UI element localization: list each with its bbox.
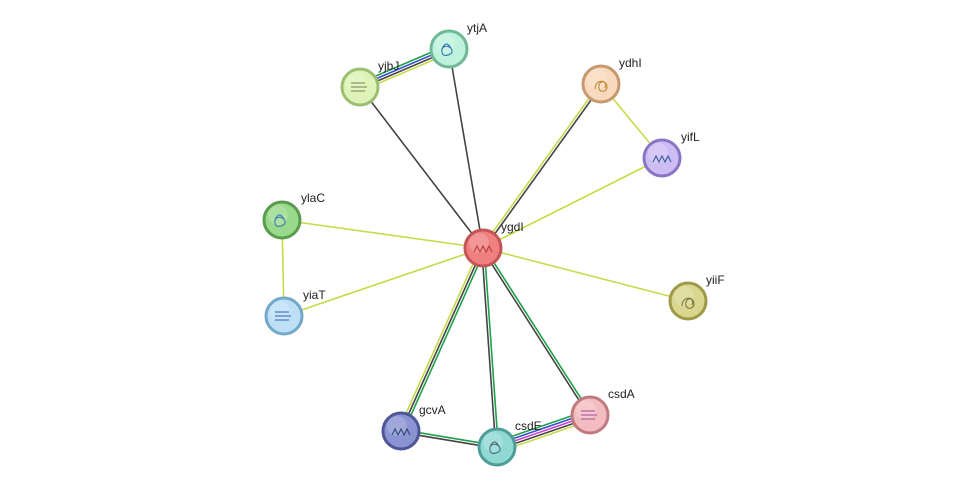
protein-structure-icon xyxy=(681,297,695,309)
node-label-csdE: csdE xyxy=(515,419,542,433)
edge-ygdI-csdE[interactable] xyxy=(480,247,500,448)
edge-evidence-line xyxy=(480,247,497,448)
protein-structure-icon xyxy=(594,80,608,92)
protein-structure-icon xyxy=(275,311,291,321)
node-label-ygdI: ygdI xyxy=(501,220,524,234)
protein-structure-icon xyxy=(652,154,672,164)
node-csdE[interactable]: csdE xyxy=(477,419,542,467)
node-highlight xyxy=(576,400,596,420)
node-label-yiaT: yiaT xyxy=(303,288,326,302)
node-csdA[interactable]: csdA xyxy=(570,387,635,435)
node-circle[interactable] xyxy=(463,228,503,268)
nodes-layer: ygdI ytjA yjbJ ydhI yifL ylaC yiaT yiiF gcvA csdE… xyxy=(262,21,725,467)
edge-evidence-line xyxy=(483,247,500,448)
node-yifL[interactable]: yifL xyxy=(642,130,700,178)
node-circle[interactable] xyxy=(429,29,469,69)
protein-structure-icon xyxy=(473,244,493,254)
node-circle[interactable] xyxy=(668,281,708,321)
node-circle[interactable] xyxy=(642,138,682,178)
node-yjbJ[interactable]: yjbJ xyxy=(340,59,399,107)
node-circle[interactable] xyxy=(262,200,302,240)
protein-structure-icon xyxy=(441,43,453,56)
edge-evidence-line xyxy=(400,247,484,432)
node-label-gcvA: gcvA xyxy=(419,403,446,417)
edge-ygdI-ytjA[interactable] xyxy=(448,48,484,249)
node-yiiF[interactable]: yiiF xyxy=(668,273,725,321)
edge-ygdI-csdA[interactable] xyxy=(481,246,592,417)
edge-evidence-line xyxy=(448,48,484,249)
node-circle[interactable] xyxy=(581,64,621,104)
node-circle[interactable] xyxy=(381,411,421,451)
edge-evidence-line xyxy=(482,247,689,302)
node-gcvA[interactable]: gcvA xyxy=(381,403,446,451)
node-ylaC[interactable]: ylaC xyxy=(262,191,325,240)
edge-evidence-line xyxy=(359,86,484,249)
edge-evidence-line xyxy=(402,248,487,433)
node-ygdI[interactable]: ygdI xyxy=(463,220,524,268)
edge-evidence-line xyxy=(483,83,603,250)
node-label-ytjA: ytjA xyxy=(467,21,487,35)
node-label-yjbJ: yjbJ xyxy=(378,59,399,73)
node-highlight xyxy=(346,72,366,92)
edge-ygdI-yiiF[interactable] xyxy=(482,247,689,302)
edge-evidence-line xyxy=(482,157,663,249)
edge-ygdI-yiaT[interactable] xyxy=(283,247,484,317)
node-circle[interactable] xyxy=(477,427,517,467)
node-label-csdA: csdA xyxy=(608,387,635,401)
edge-evidence-line xyxy=(481,247,590,417)
edge-ygdI-ydhI[interactable] xyxy=(481,82,603,250)
edge-evidence-line xyxy=(281,219,484,249)
node-highlight xyxy=(674,286,694,306)
edge-ygdI-yifL[interactable] xyxy=(482,157,663,249)
edge-ygdI-gcvA[interactable] xyxy=(397,246,487,433)
edge-evidence-line xyxy=(283,247,484,317)
node-highlight xyxy=(270,301,290,321)
protein-structure-icon xyxy=(489,441,501,454)
edge-evidence-line xyxy=(483,246,592,416)
edge-ygdI-yjbJ[interactable] xyxy=(359,86,484,249)
node-label-ydhI: ydhI xyxy=(619,56,642,70)
protein-structure-icon xyxy=(581,410,597,420)
protein-structure-icon xyxy=(391,427,411,437)
node-highlight xyxy=(587,69,607,89)
node-ytjA[interactable]: ytjA xyxy=(429,21,487,69)
node-label-yiiF: yiiF xyxy=(706,273,725,287)
node-yiaT[interactable]: yiaT xyxy=(264,288,326,336)
protein-structure-icon xyxy=(351,82,367,92)
protein-structure-icon xyxy=(274,214,286,227)
node-label-yifL: yifL xyxy=(681,130,700,144)
node-ydhI[interactable]: ydhI xyxy=(581,56,642,104)
edge-evidence-line xyxy=(397,246,482,431)
edge-evidence-line xyxy=(481,82,601,249)
node-label-ylaC: ylaC xyxy=(301,191,325,205)
edge-ygdI-ylaC[interactable] xyxy=(281,219,484,249)
